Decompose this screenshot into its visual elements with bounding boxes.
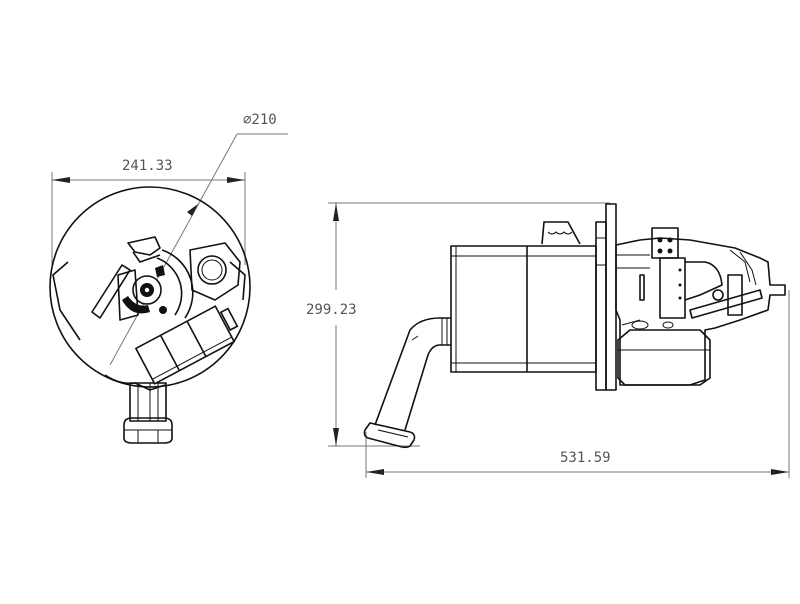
side-view bbox=[328, 202, 790, 478]
dimension-length-label: 531.59 bbox=[560, 450, 611, 466]
end-view bbox=[49, 133, 288, 444]
dimension-diameter-label: ∅210 bbox=[243, 112, 277, 128]
dimension-height-label: 299.23 bbox=[306, 302, 357, 318]
dimension-width-label: 241.33 bbox=[122, 158, 173, 174]
